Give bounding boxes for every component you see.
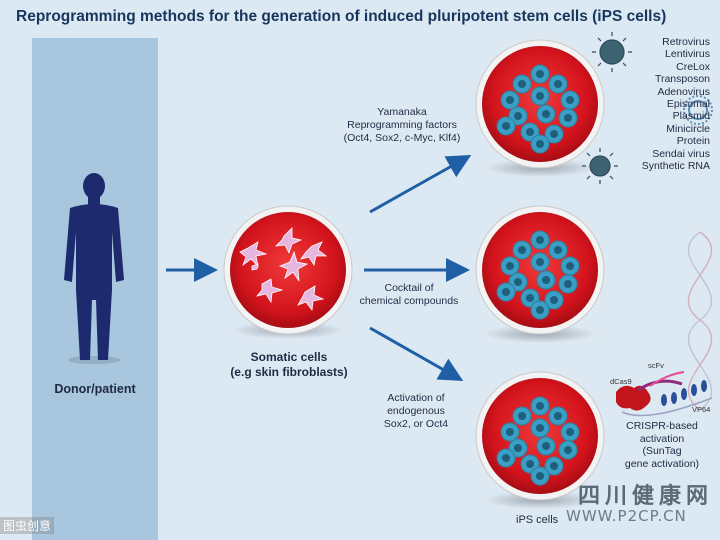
ips-label: iPS cells [516,514,559,526]
activation-line-2: endogenous [387,405,445,417]
method-item: CreLox [676,60,710,73]
method-item: Minicircle [666,122,710,135]
stem-cell-nucleus [566,262,574,270]
crispr-label: CRISPR-based activation (SunTag gene act… [612,420,712,470]
yamanaka-line-2: Reprogramming factors [347,119,457,131]
stem-cell-nucleus [514,112,522,120]
sendai-virus-icon [582,148,618,184]
stem-cell-nucleus [566,96,574,104]
person-icon [64,173,124,364]
crispr-line-4: gene activation) [624,457,700,470]
watermark-url: WWW.P2CP.CN [566,507,687,525]
stem-cell-nucleus [536,70,544,78]
activation-label: Activation of endogenous Sox2, or Oct4 [360,392,472,431]
cocktail-line-2: chemical compounds [359,295,459,307]
stem-cell-nucleus [506,428,514,436]
stem-cell-nucleus [550,130,558,138]
stem-cell-nucleus [550,462,558,470]
fibroblast-cells [239,227,328,312]
cocktail-line-1: Cocktail of [384,282,434,294]
dcas9-label: dCas9 [610,377,632,386]
method-item: Synthetic RNA [641,160,710,173]
crispr-complex-icon [616,371,713,417]
crispr-line-1: CRISPR-based [626,420,698,432]
method-item: Retrovirus [662,36,710,48]
watermark-brand: 四川健康网 [578,484,714,509]
stem-cell-nucleus [536,236,544,244]
somatic-label: Somatic cells (e.g skin fibroblasts) [214,350,364,380]
stem-cell-nucleus [526,460,534,468]
stem-cell-nucleus [554,80,562,88]
stem-cell-nucleus [514,278,522,286]
virus-icon [592,32,632,72]
method-item: Plasmid [672,110,710,123]
stem-cell-nucleus [526,128,534,136]
stem-cell-nucleus [554,246,562,254]
activation-line-1: Activation of [387,392,445,404]
ips-dish-activation [475,371,605,509]
stem-cell-nucleus [542,276,550,284]
stem-cell-nucleus [564,114,572,122]
scfv-label: scFv [648,361,664,370]
stem-cell-nucleus [526,294,534,302]
somatic-dish [223,205,353,339]
watermark-corner: 图虫创意 [0,517,55,534]
somatic-line-2: (e.g skin fibroblasts) [230,365,348,379]
arrow-yamanaka [369,155,472,214]
stem-cell-nucleus [518,246,526,254]
method-item: Episomal [666,98,710,111]
stem-cell-nucleus [502,288,510,296]
stem-cell-nucleus [502,454,510,462]
stem-cell-nucleus [518,80,526,88]
stem-cell-nucleus [542,110,550,118]
method-item: Sendai virus [652,147,710,160]
method-item: Protein [676,135,710,148]
stem-cell-nucleus [502,122,510,130]
cocktail-label: Cocktail of chemical compounds [344,282,474,308]
stem-cell-nucleus [536,92,544,100]
ips-dish-yamanaka [475,39,605,177]
crispr-line-3: (SunTag [642,445,682,457]
stem-cell-nucleus [506,262,514,270]
yamanaka-line-1: Yamanaka [377,106,427,118]
yamanaka-label: Yamanaka Reprogramming factors (Oct4, So… [322,106,482,145]
method-item: Transposon [654,73,710,86]
stem-cell-nucleus [550,296,558,304]
stem-cell-nucleus [536,140,544,148]
method-item: Lentivirus [665,48,710,61]
somatic-line-1: Somatic cells [250,350,328,364]
figure-title: Reprogramming methods for the generation… [16,8,667,25]
stem-cell-nucleus [536,258,544,266]
crispr-line-2: activation [639,432,685,445]
donor-label: Donor/patient [54,382,136,396]
stem-cell-nucleus [514,444,522,452]
stem-cell-nucleus [536,402,544,410]
stem-cell-nucleus [518,412,526,420]
arrow-activation [369,326,464,381]
stem-cell-nucleus [554,412,562,420]
stem-cell-nucleus [564,280,572,288]
stem-cell-nucleus [536,472,544,480]
ips-dish-cocktail [475,205,605,343]
plasmid-icon [683,95,713,125]
stem-cell-nucleus [542,442,550,450]
activation-line-3: Sox2, or Oct4 [383,418,449,430]
method-item: Adenovirus [657,85,710,98]
stem-cell-nucleus [564,446,572,454]
yamanaka-line-3: (Oct4, Sox2, c-Myc, Klf4) [343,132,461,144]
methods-list: Retrovirus Lentivirus CreLox Transposon … [600,36,710,172]
stem-cell-nucleus [506,96,514,104]
dna-helix-icon [687,231,713,411]
stem-cell-nucleus [536,306,544,314]
vp64-label: VP64 [692,405,710,414]
ips-dishes [475,39,605,509]
stem-cell-nucleus [536,424,544,432]
stem-cell-nucleus [566,428,574,436]
